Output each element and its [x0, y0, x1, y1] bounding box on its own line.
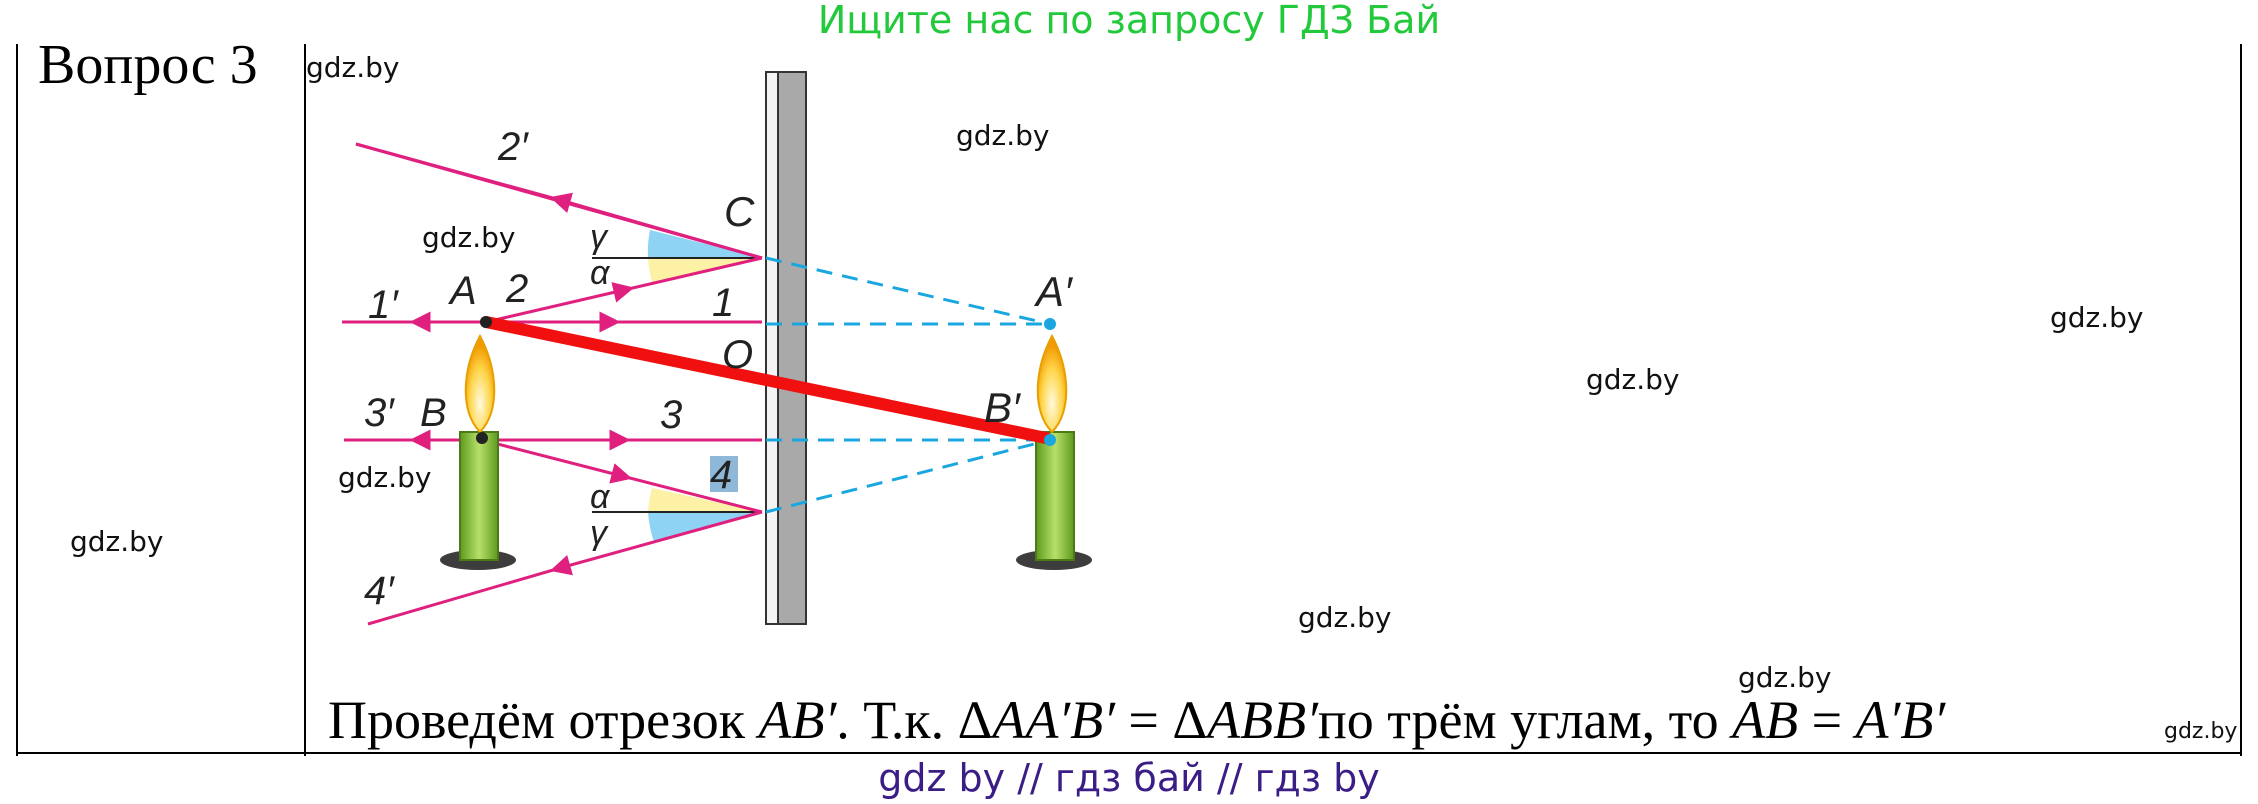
label-alpha-bottom: α	[590, 478, 611, 516]
label-2: 2	[505, 267, 528, 311]
extension-c	[765, 256, 1051, 326]
watermark: gdz.by	[2050, 301, 2144, 334]
candle-flame	[464, 333, 496, 434]
watermark: gdz.by	[2164, 719, 2238, 744]
watermark: gdz.by	[1738, 661, 1832, 694]
question-label: Вопрос 3	[38, 34, 258, 96]
table-column-divider	[304, 44, 306, 756]
answer-eq2: =	[1798, 690, 1856, 750]
segment-ab-prime	[480, 316, 1052, 444]
answer-text: Проведём отрезок AB′. Т.к. ΔAA′B′ = ΔABB…	[328, 686, 1945, 754]
answer-part2: . Т.к. Δ	[836, 690, 993, 750]
watermark: gdz.by	[306, 51, 400, 84]
answer-part1: Проведём отрезок	[328, 690, 759, 750]
watermark: gdz.by	[1586, 363, 1680, 396]
label-1p: 1′	[368, 283, 399, 327]
ray-4p	[367, 510, 763, 626]
point-b-image-dot	[1044, 434, 1056, 446]
table-left-border	[16, 44, 18, 756]
table-right-border	[2240, 44, 2242, 756]
candle-body	[459, 431, 499, 561]
watermark: gdz.by	[956, 119, 1050, 152]
ray-2	[485, 256, 763, 324]
watermark: gdz.by	[422, 221, 516, 254]
extension-lower	[765, 438, 1051, 514]
bottom-banner[interactable]: gdz by // гдз бай // гдз by	[878, 756, 1380, 800]
candle-image-body	[1035, 431, 1075, 561]
label-4-highlight	[710, 456, 738, 492]
label-2p: 2′	[497, 125, 529, 169]
label-a-image: A′	[1033, 268, 1074, 315]
point-a-image-dot	[1044, 318, 1056, 330]
table-bottom-border	[16, 752, 2242, 754]
label-o: O	[722, 333, 753, 377]
label-4p: 4′	[364, 569, 395, 613]
watermark: gdz.by	[70, 525, 164, 558]
label-b-image: B′	[984, 384, 1022, 431]
label-gamma-top: γ	[590, 218, 609, 256]
label-alpha-top: α	[590, 254, 611, 292]
watermark: gdz.by	[338, 461, 432, 494]
label-gamma-bottom: γ	[590, 514, 609, 552]
top-banner[interactable]: Ищите нас по запросу ГДЗ Бай	[817, 0, 1441, 42]
ray-2p	[355, 142, 763, 260]
label-c: C	[724, 188, 755, 235]
label-4: 4	[710, 453, 732, 497]
candle-image-flame	[1036, 333, 1068, 434]
point-a-dot	[480, 316, 492, 328]
answer-eq: = Δ	[1114, 690, 1208, 750]
answer-tri2: ABB′	[1207, 690, 1318, 750]
answer-seg1: AB′	[758, 690, 837, 750]
ray-4	[481, 438, 763, 514]
mirror-front	[765, 71, 779, 625]
answer-part3: по трём углам, то	[1317, 690, 1733, 750]
label-a: A	[448, 269, 477, 313]
label-3p: 3′	[364, 391, 395, 435]
label-1: 1	[712, 281, 734, 325]
point-b-dot	[476, 432, 488, 444]
answer-tri1: AA′B′	[992, 690, 1115, 750]
watermark: gdz.by	[1298, 601, 1392, 634]
answer-seg2: AB	[1732, 690, 1799, 750]
label-b: B	[420, 391, 447, 435]
label-3: 3	[660, 393, 682, 437]
answer-seg3: A′B′	[1855, 690, 1946, 750]
